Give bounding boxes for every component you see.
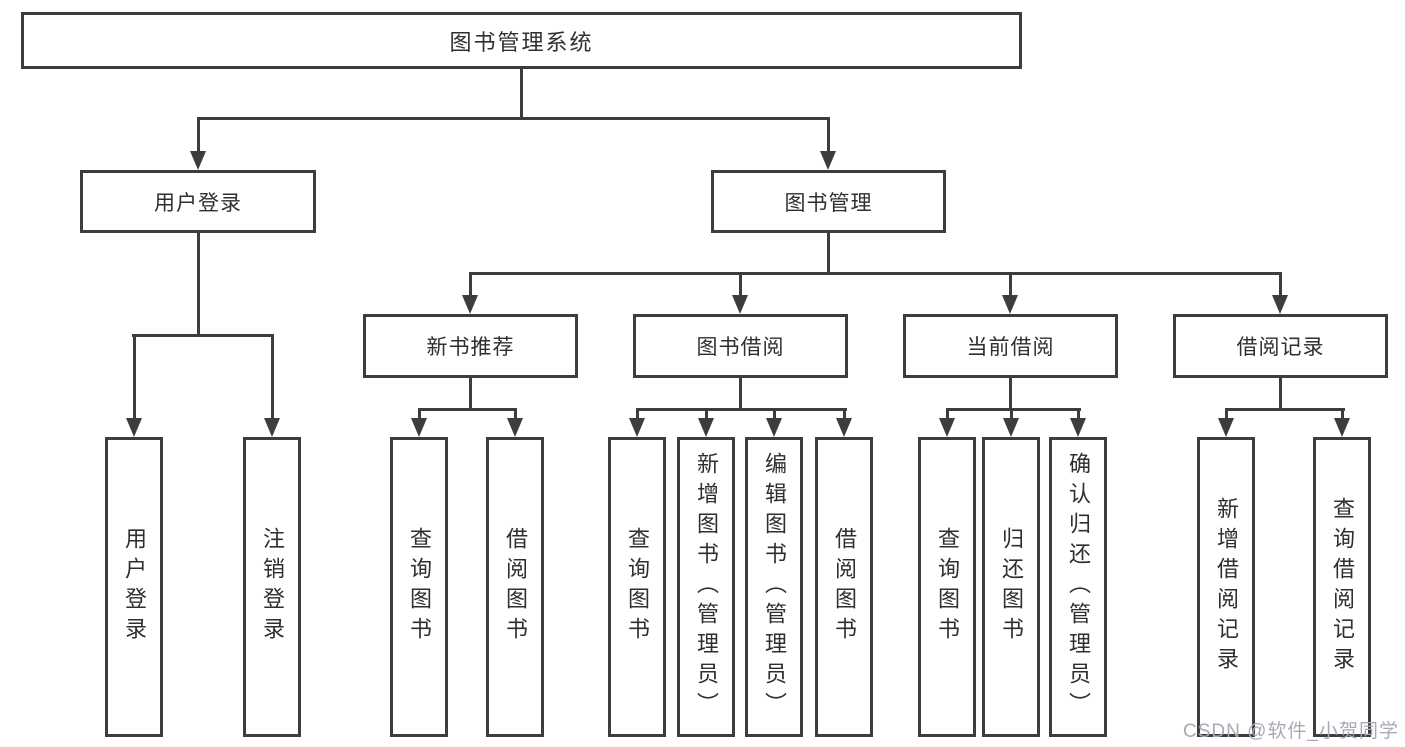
arrowhead-down-icon xyxy=(1002,295,1018,314)
node-leaf-cb-confirm-return-admin-label: 确认归还（管理员） xyxy=(1066,452,1091,722)
connector-ul-login-drop xyxy=(133,334,136,420)
connector-new-books-drop xyxy=(469,272,472,298)
connector-level3-split xyxy=(469,272,1282,275)
node-leaf-cb-query-books: 查询图书 xyxy=(918,437,976,737)
arrowhead-down-icon xyxy=(1334,418,1350,437)
connector-cb-return-drop xyxy=(1010,408,1013,420)
node-borrowing-records: 借阅记录 xyxy=(1173,314,1388,378)
connector-br-add-drop xyxy=(1225,408,1228,420)
connector-bb-add-drop xyxy=(705,408,708,420)
node-leaf-nb-borrow-books: 借阅图书 xyxy=(486,437,544,737)
arrowhead-down-icon xyxy=(1272,295,1288,314)
node-current-borrowing: 当前借阅 xyxy=(903,314,1118,378)
node-leaf-bb-query-books-label: 查询图书 xyxy=(625,527,650,647)
node-leaf-bb-add-books-admin-label: 新增图书（管理员） xyxy=(694,452,719,722)
node-current-borrowing-label: 当前借阅 xyxy=(966,336,1055,359)
connector-borrow-records-drop xyxy=(1279,272,1282,298)
node-new-book-recommendation: 新书推荐 xyxy=(363,314,578,378)
arrowhead-down-icon xyxy=(820,151,836,170)
arrowhead-down-icon xyxy=(264,418,280,437)
connector-user-login-split xyxy=(132,334,274,337)
node-leaf-user-login: 用户登录 xyxy=(105,437,163,737)
connector-cb-confirm-drop xyxy=(1077,408,1080,420)
connector-current-borrow-split xyxy=(946,408,1081,411)
arrowhead-down-icon xyxy=(939,418,955,437)
arrowhead-down-icon xyxy=(1070,418,1086,437)
arrowhead-down-icon xyxy=(766,418,782,437)
node-leaf-nb-borrow-books-label: 借阅图书 xyxy=(503,527,528,647)
node-leaf-bb-add-books-admin: 新增图书（管理员） xyxy=(677,437,735,737)
node-book-management: 图书管理 xyxy=(711,170,946,233)
connector-nb-borrow-drop xyxy=(514,408,517,420)
connector-bb-borrow-drop xyxy=(843,408,846,420)
connector-br-query-drop xyxy=(1341,408,1344,420)
node-leaf-nb-query-books-label: 查询图书 xyxy=(407,527,432,647)
node-leaf-br-query-record-label: 查询借阅记录 xyxy=(1330,497,1355,677)
node-leaf-bb-edit-books-admin: 编辑图书（管理员） xyxy=(745,437,803,737)
node-leaf-br-query-record: 查询借阅记录 xyxy=(1313,437,1371,737)
arrowhead-down-icon xyxy=(732,295,748,314)
connector-bb-edit-drop xyxy=(773,408,776,420)
node-leaf-bb-query-books: 查询图书 xyxy=(608,437,666,737)
connector-new-books-split xyxy=(418,408,517,411)
node-book-borrowing-label: 图书借阅 xyxy=(696,336,785,359)
connector-root-stem xyxy=(520,66,523,119)
node-leaf-cb-return-books: 归还图书 xyxy=(982,437,1040,737)
connector-current-borrow-stem xyxy=(1009,376,1012,410)
connector-book-mgmt-drop xyxy=(827,117,830,153)
connector-current-borrow-drop xyxy=(1009,272,1012,298)
connector-borrow-records-split xyxy=(1225,408,1345,411)
arrowhead-down-icon xyxy=(1218,418,1234,437)
node-book-management-label: 图书管理 xyxy=(784,191,873,215)
arrowhead-down-icon xyxy=(411,418,427,437)
arrowhead-down-icon xyxy=(126,418,142,437)
connector-level2-split xyxy=(197,117,830,120)
node-leaf-br-add-record-label: 新增借阅记录 xyxy=(1214,497,1239,677)
connector-borrow-records-stem xyxy=(1279,376,1282,410)
connector-book-borrow-split xyxy=(636,408,847,411)
node-leaf-bb-borrow-books: 借阅图书 xyxy=(815,437,873,737)
connector-book-mgmt-stem xyxy=(827,233,830,275)
node-leaf-logout: 注销登录 xyxy=(243,437,301,737)
csdn-watermark: CSDN @软件_小贺同学 xyxy=(1183,721,1399,742)
node-library-management-system-label: 图书管理系统 xyxy=(449,29,594,55)
node-leaf-cb-query-books-label: 查询图书 xyxy=(935,527,960,647)
node-user-login: 用户登录 xyxy=(80,170,316,233)
arrowhead-down-icon xyxy=(190,151,206,170)
arrowhead-down-icon xyxy=(836,418,852,437)
node-leaf-cb-return-books-label: 归还图书 xyxy=(999,527,1024,647)
connector-user-login-stem xyxy=(197,233,200,337)
connector-user-login-drop xyxy=(197,117,200,153)
node-leaf-bb-edit-books-admin-label: 编辑图书（管理员） xyxy=(762,452,787,722)
node-new-book-recommendation-label: 新书推荐 xyxy=(426,336,515,359)
arrowhead-down-icon xyxy=(507,418,523,437)
node-leaf-bb-borrow-books-label: 借阅图书 xyxy=(832,527,857,647)
arrowhead-down-icon xyxy=(462,295,478,314)
connector-new-books-stem xyxy=(469,376,472,410)
connector-nb-query-drop xyxy=(418,408,421,420)
node-library-management-system: 图书管理系统 xyxy=(21,12,1022,69)
connector-book-borrow-drop xyxy=(739,272,742,298)
node-leaf-br-add-record: 新增借阅记录 xyxy=(1197,437,1255,737)
connector-book-borrow-stem xyxy=(739,376,742,410)
node-leaf-cb-confirm-return-admin: 确认归还（管理员） xyxy=(1049,437,1107,737)
connector-bb-query-drop xyxy=(636,408,639,420)
arrowhead-down-icon xyxy=(1003,418,1019,437)
connector-ul-logout-drop xyxy=(271,334,274,420)
node-user-login-label: 用户登录 xyxy=(154,191,242,215)
node-book-borrowing: 图书借阅 xyxy=(633,314,848,378)
arrowhead-down-icon xyxy=(629,418,645,437)
node-leaf-logout-label: 注销登录 xyxy=(260,527,285,647)
node-leaf-nb-query-books: 查询图书 xyxy=(390,437,448,737)
connector-cb-query-drop xyxy=(946,408,949,420)
node-borrowing-records-label: 借阅记录 xyxy=(1236,336,1325,359)
arrowhead-down-icon xyxy=(698,418,714,437)
node-leaf-user-login-label: 用户登录 xyxy=(122,527,147,647)
